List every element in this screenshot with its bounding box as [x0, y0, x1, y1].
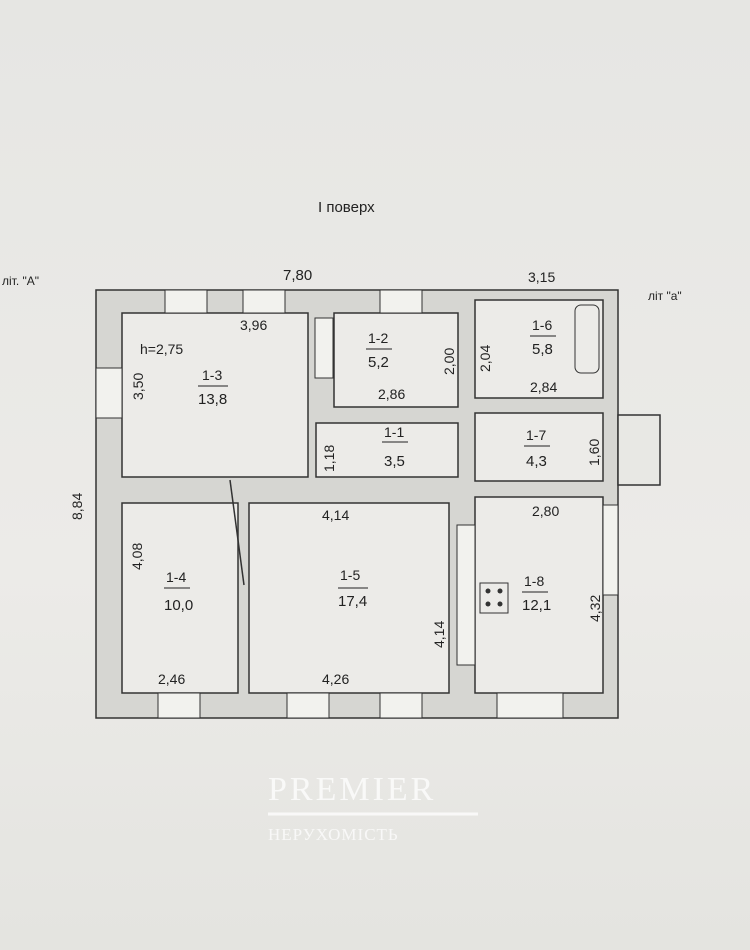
room-label-1-6: 1-6 5,8 — [530, 317, 556, 358]
room-label-1-7: 1-7 4,3 — [524, 427, 550, 470]
window — [379, 289, 423, 314]
bathtub — [574, 304, 600, 374]
svg-text:1-2: 1-2 — [368, 330, 388, 346]
svg-text:1-4: 1-4 — [166, 569, 186, 585]
dim-r16-width: 2,84 — [530, 379, 557, 395]
svg-text:1-8: 1-8 — [524, 573, 544, 589]
room-1-1 — [315, 422, 459, 478]
dim-r15-top: 4,14 — [322, 507, 349, 523]
room-1-4 — [121, 502, 239, 694]
room-1-7 — [474, 412, 604, 482]
room-label-1-5: 1-5 17,4 — [338, 567, 368, 610]
room-label-1-1: 1-1 3,5 — [382, 424, 408, 470]
window — [456, 524, 476, 666]
room-1-5 — [248, 502, 450, 694]
dim-r16-height: 2,04 — [477, 345, 493, 372]
window — [95, 367, 123, 419]
dim-r15-side: 4,14 — [431, 621, 447, 648]
room-1-6 — [474, 299, 604, 399]
chimney — [314, 317, 334, 379]
stove-icon — [479, 582, 509, 614]
dim-r14-height: 4,08 — [129, 543, 145, 570]
svg-text:13,8: 13,8 — [198, 391, 227, 408]
dim-r14-width: 2,46 — [158, 671, 185, 687]
room-label-1-3: 1-3 13,8 — [198, 367, 228, 408]
dim-top-ext: 3,15 — [528, 269, 555, 285]
svg-text:12,1: 12,1 — [522, 597, 551, 614]
lit-a-ext-label: літ "а" — [648, 289, 682, 303]
svg-text:1-5: 1-5 — [340, 567, 360, 583]
svg-text:1-6: 1-6 — [532, 317, 552, 333]
window — [496, 692, 564, 719]
dim-top-main: 7,80 — [283, 267, 312, 284]
svg-text:5,8: 5,8 — [532, 341, 553, 358]
svg-text:10,0: 10,0 — [164, 597, 193, 614]
dim-r12-width: 2,86 — [378, 386, 405, 402]
dim-r13-width: 3,96 — [240, 317, 267, 333]
dim-r11-height: 1,18 — [321, 445, 337, 472]
dim-r15-width: 4,26 — [322, 671, 349, 687]
room-label-1-4: 1-4 10,0 — [164, 569, 193, 614]
svg-text:5,2: 5,2 — [368, 354, 389, 371]
svg-text:3,5: 3,5 — [384, 453, 405, 470]
svg-text:1-7: 1-7 — [526, 427, 546, 443]
dim-r18-top: 2,80 — [532, 503, 559, 519]
dim-r18-height: 4,32 — [587, 595, 603, 622]
svg-text:17,4: 17,4 — [338, 593, 367, 610]
watermark-sub: НЕРУХОМІСТЬ — [268, 825, 399, 844]
dim-r17-height: 1,60 — [586, 439, 602, 466]
window — [379, 692, 423, 719]
room-label-1-2: 1-2 5,2 — [366, 330, 392, 371]
room-1-8 — [474, 496, 604, 694]
svg-text:1-1: 1-1 — [384, 424, 404, 440]
ceiling-height: h=2,75 — [140, 341, 183, 357]
window — [164, 289, 208, 314]
porch — [617, 414, 661, 486]
svg-text:4,3: 4,3 — [526, 453, 547, 470]
dim-r12-height: 2,00 — [441, 348, 457, 375]
window — [286, 692, 330, 719]
svg-text:1-3: 1-3 — [202, 367, 222, 383]
room-1-3 — [121, 312, 309, 478]
room-label-1-8: 1-8 12,1 — [522, 573, 551, 614]
window — [242, 289, 286, 314]
window — [157, 692, 201, 719]
dim-r13-height: 3,50 — [130, 373, 146, 400]
dim-left-total: 8,84 — [69, 493, 85, 520]
lit-a-main-label: літ. "А" — [2, 274, 39, 288]
window — [602, 504, 619, 596]
watermark-brand: PREMIER — [268, 771, 436, 808]
floor-title: І поверх — [318, 199, 375, 216]
